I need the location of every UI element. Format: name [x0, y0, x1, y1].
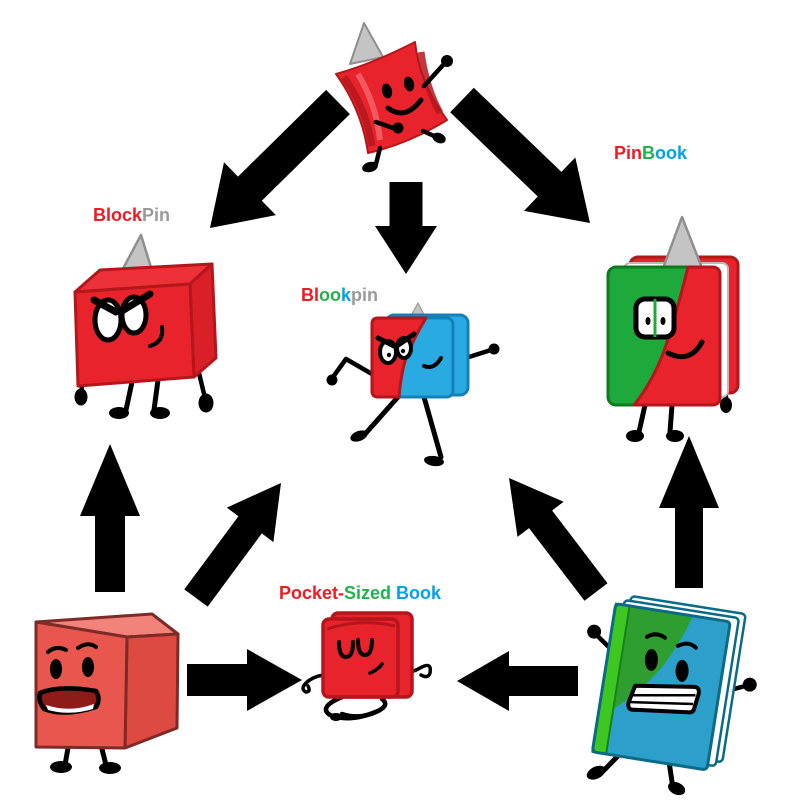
pin-limbs — [362, 55, 453, 173]
arrow-book-to-blookpin — [509, 478, 608, 601]
psb-body — [321, 611, 414, 699]
blockpin-character — [50, 230, 240, 430]
pin-needle — [349, 22, 384, 65]
blookpin-face — [375, 331, 443, 369]
pin-character — [320, 10, 480, 180]
arrow-pin-to-pinbook — [450, 87, 590, 223]
arrow-blocky-to-blockpin — [80, 444, 140, 592]
blocky-character — [10, 595, 210, 800]
label-segment: Block — [93, 205, 143, 225]
label-segment: B — [642, 143, 656, 163]
arrow-pin-to-blockpin — [210, 89, 350, 229]
pinbook-spike — [660, 215, 704, 273]
blookpin-character — [320, 300, 500, 485]
arrow-pin-to-blookpin — [375, 182, 437, 274]
pin-body — [335, 41, 448, 154]
book-body — [591, 595, 747, 771]
label-segment: Pin — [614, 143, 643, 163]
arrow-blocky-to-pocket-sized-book — [187, 649, 302, 711]
label-segment: Bl — [301, 285, 319, 305]
label-segment: Pocket- — [279, 583, 345, 603]
blocky-body — [34, 612, 180, 750]
pocket-sized-book-character — [290, 605, 460, 740]
label-segment: ook — [655, 143, 688, 163]
blookpin-label: Blookpin — [301, 285, 378, 305]
label-segment: oo — [319, 285, 341, 305]
book-character — [575, 580, 785, 800]
pinbook-label: PinBook — [614, 143, 687, 163]
blockpin-label: BlockPin — [93, 205, 170, 225]
pinbook-character — [590, 215, 775, 445]
blocky-face — [37, 642, 101, 715]
pocket-sized-book-label: Pocket-Sized Book — [279, 583, 441, 603]
arrow-book-to-pocket-sized-book — [457, 651, 578, 711]
arrow-blocky-to-blookpin — [184, 483, 281, 607]
label-segment: k — [341, 285, 352, 305]
label-segment: pin — [351, 285, 379, 305]
pinbook-face — [633, 296, 705, 360]
label-segment: Sized — [344, 583, 392, 603]
label-segment: Book — [391, 583, 442, 603]
blockpin-face — [90, 290, 165, 348]
label-segment: Pin — [142, 205, 171, 225]
arrow-book-to-pinbook — [659, 436, 719, 588]
pin-face — [381, 76, 424, 116]
book-face — [626, 632, 701, 715]
psb-face — [337, 638, 384, 675]
